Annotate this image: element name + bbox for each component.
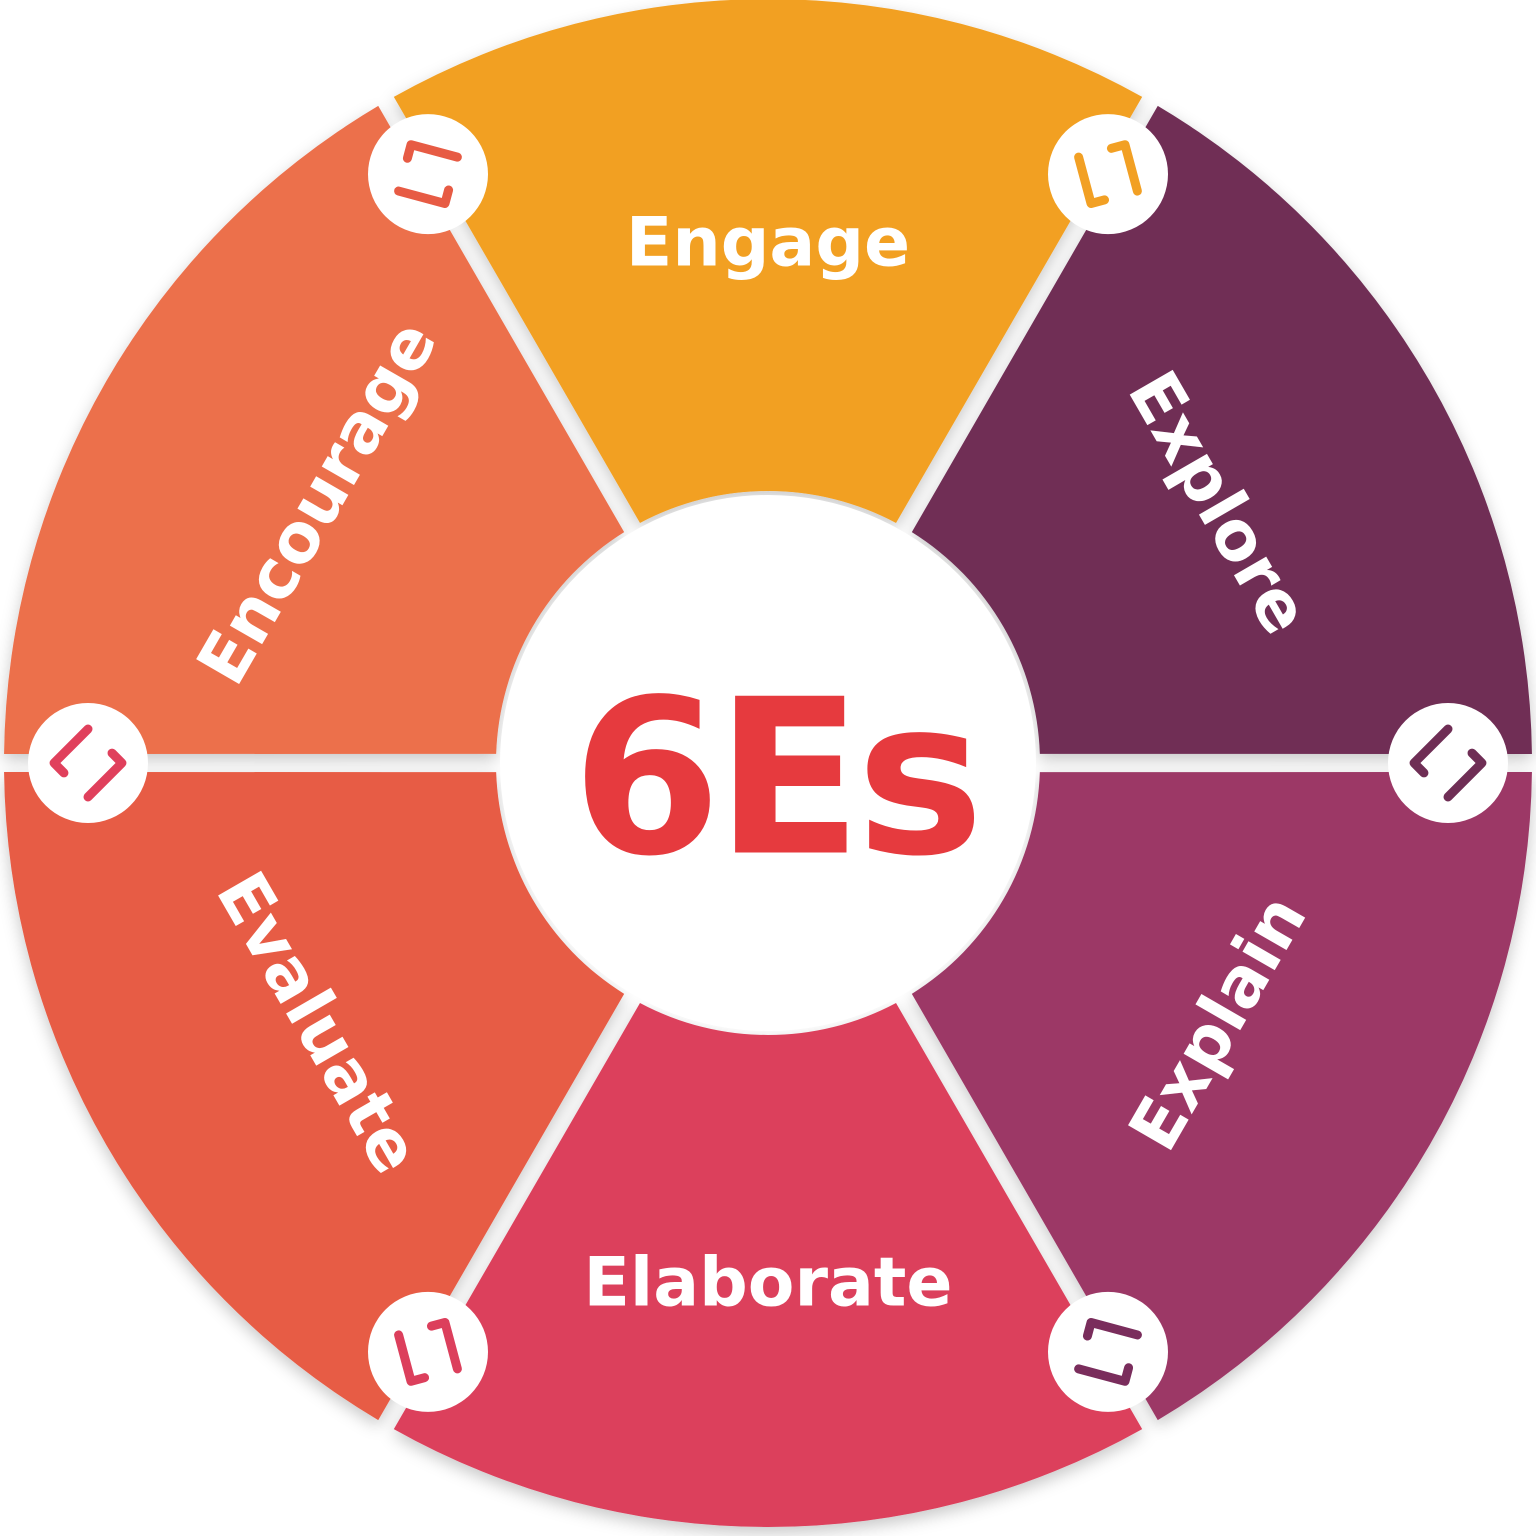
connector-bracket-a <box>402 140 462 163</box>
connector-bracket-a <box>1074 1363 1134 1386</box>
segment-encourage <box>4 105 625 754</box>
connector-bracket-b <box>1082 1318 1142 1341</box>
connector-bracket-a <box>1106 140 1142 196</box>
center-hub <box>500 495 1036 1031</box>
connector-circle <box>28 703 148 823</box>
connector-circle <box>368 114 488 235</box>
segments-group <box>4 0 1532 1528</box>
diamond-arrow-icon <box>1048 1291 1168 1412</box>
connector-bracket-b <box>1074 152 1110 208</box>
segment-elaborate <box>393 1002 1143 1528</box>
hub-group: 6Es <box>500 495 1036 1031</box>
diamond-arrow-icon <box>28 703 148 823</box>
connector-circle <box>1048 1291 1168 1412</box>
segment-explain <box>911 772 1532 1421</box>
diamond-arrow-icon <box>1048 114 1168 235</box>
segment-engage <box>393 0 1143 524</box>
connector-bracket-b <box>83 748 127 802</box>
connector-circle <box>368 1291 488 1412</box>
segment-label-elaborate: Elaborate <box>583 1244 952 1323</box>
diamond-arrow-icon <box>368 1291 488 1412</box>
connector-bracket-b <box>394 185 454 208</box>
diamond-arrow-icon <box>368 114 488 235</box>
segment-explore <box>911 105 1532 754</box>
diamond-arrow-icon <box>1388 703 1508 823</box>
connector-bracket-a <box>49 724 93 778</box>
connector-circle <box>1388 703 1508 823</box>
segment-label-engage: Engage <box>626 204 910 283</box>
connector-bracket-a <box>394 1330 430 1386</box>
connector-circle <box>1048 114 1168 235</box>
connectors-group <box>28 114 1508 1412</box>
center-title: 6Es <box>572 653 978 904</box>
connector-bracket-b <box>1409 724 1453 778</box>
connector-bracket-a <box>1443 748 1487 802</box>
segment-evaluate <box>4 772 625 1421</box>
connector-bracket-b <box>426 1318 462 1374</box>
